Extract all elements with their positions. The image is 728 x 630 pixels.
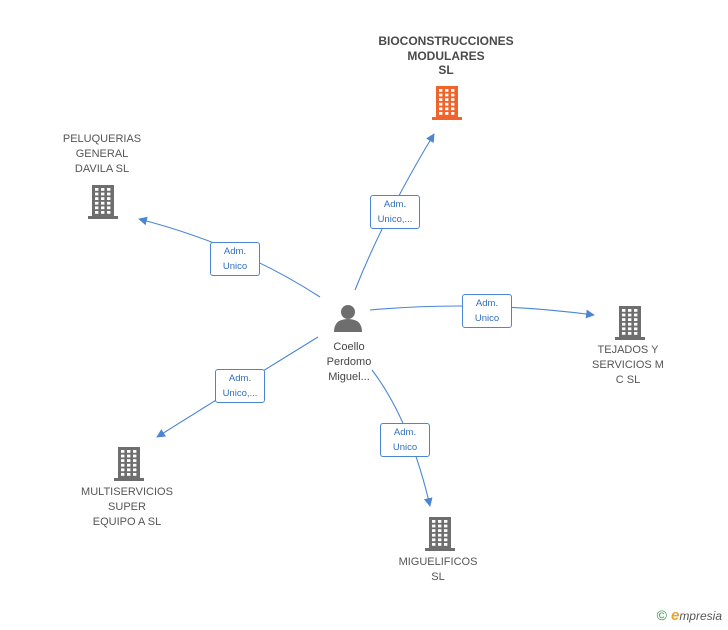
relation-label-peluquerias: Adm. Unico xyxy=(210,242,260,276)
building-icon-multiservicios xyxy=(114,447,144,481)
copyright-symbol: © xyxy=(656,607,667,623)
company-label-multiservicios[interactable]: MULTISERVICIOS SUPER EQUIPO A SL xyxy=(81,486,173,528)
person-icon xyxy=(334,305,362,332)
person-label[interactable]: Coello Perdomo Miguel... xyxy=(326,341,372,383)
building-icon-miguelificos xyxy=(425,517,455,551)
relation-label-tejados: Adm. Unico xyxy=(462,294,512,328)
company-label-bioconstrucciones[interactable]: BIOCONSTRUCCIONES MODULARES SL xyxy=(378,34,514,77)
brand-logo: ©empresia xyxy=(657,607,722,624)
company-label-tejados[interactable]: TEJADOS Y SERVICIOS M C SL xyxy=(592,344,664,386)
company-label-miguelificos[interactable]: MIGUELIFICOS SL xyxy=(398,556,478,583)
relation-label-bioconstrucciones: Adm. Unico,... xyxy=(370,195,420,229)
relation-label-multiservicios: Adm. Unico,... xyxy=(215,369,265,403)
relation-label-miguelificos: Adm. Unico xyxy=(380,423,430,457)
company-label-peluquerias[interactable]: PELUQUERIAS GENERAL DAVILA SL xyxy=(62,133,142,175)
building-icon-peluquerias xyxy=(88,185,118,219)
building-icon-bioconstrucciones xyxy=(432,86,462,120)
building-icon-tejados xyxy=(615,306,645,340)
brand-name: mpresia xyxy=(679,609,722,623)
brand-initial: e xyxy=(670,607,680,624)
